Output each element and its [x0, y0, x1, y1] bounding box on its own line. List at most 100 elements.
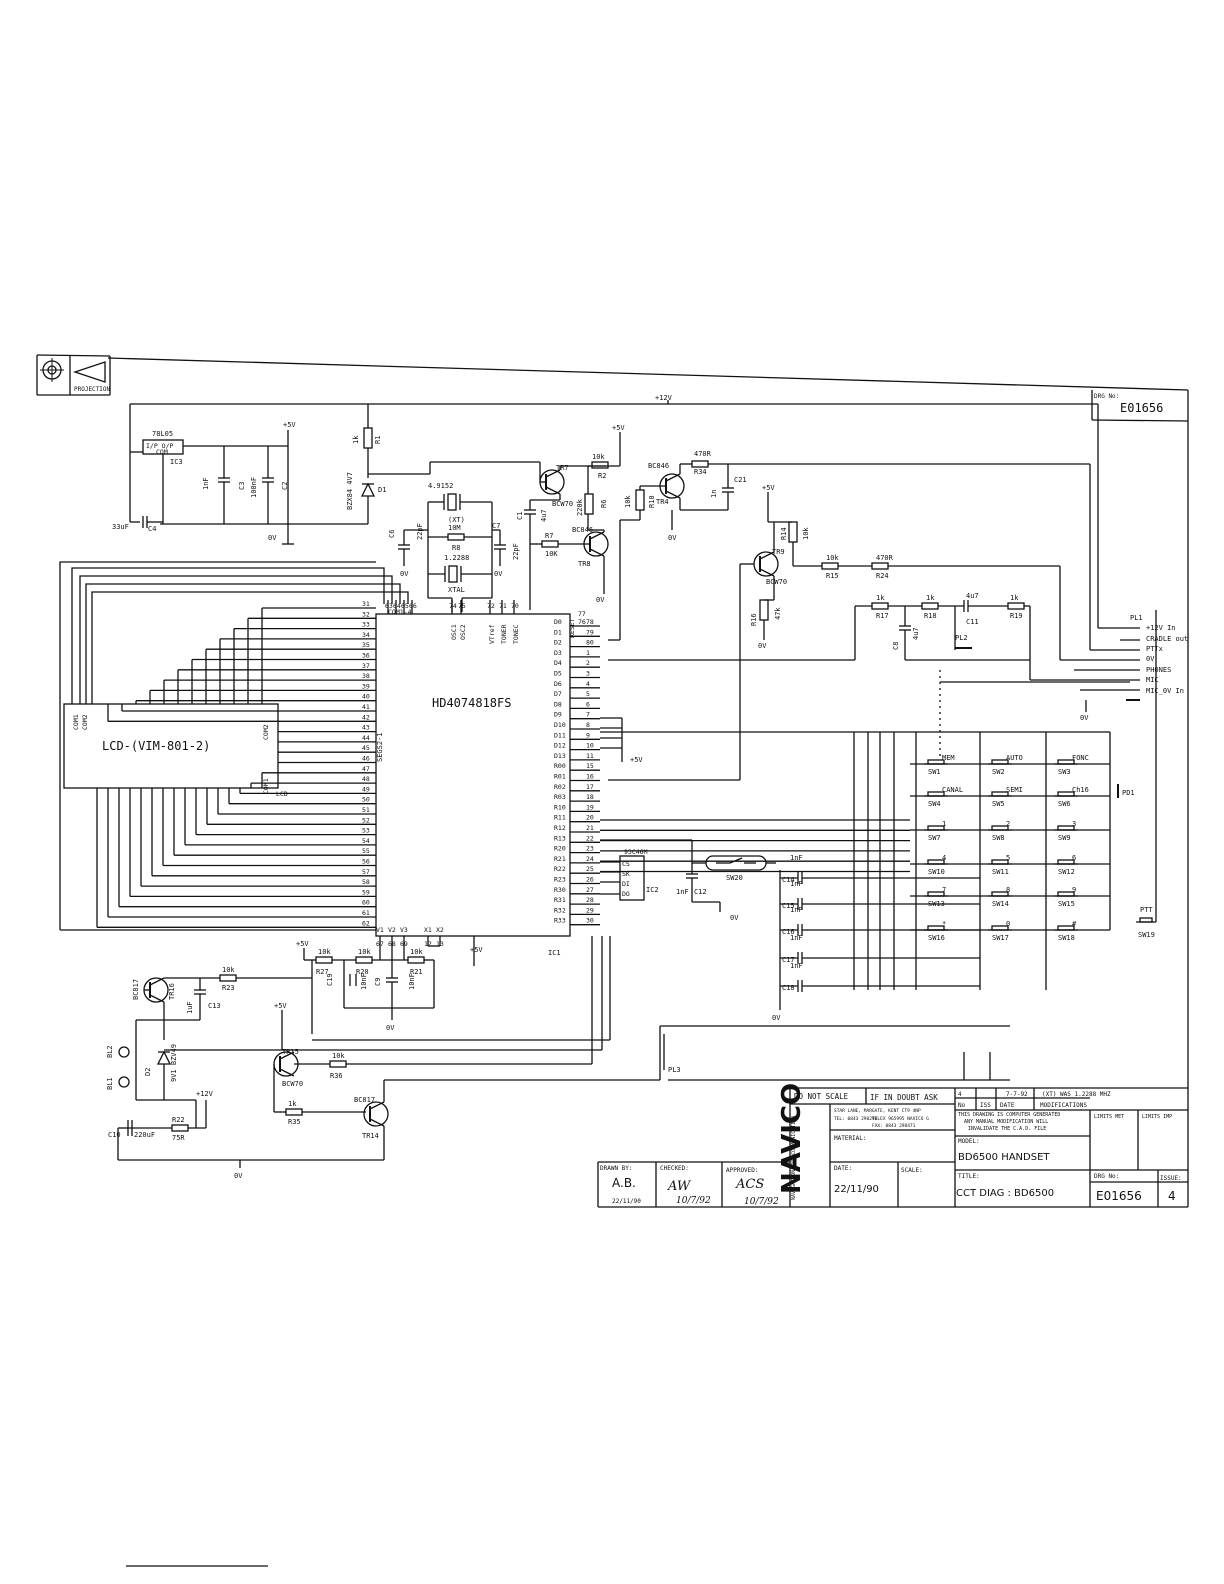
regulator-ref: IC3: [170, 458, 183, 466]
pl3-ref: PL3: [668, 1066, 681, 1074]
ic-left-pin-35: 35: [362, 641, 370, 649]
lcd-com1-label: COM1: [72, 714, 80, 730]
tr15-value: BCW70: [282, 1080, 303, 1088]
right-cap-value: 1nF: [790, 962, 803, 970]
r35-ref: R35: [288, 1118, 301, 1126]
c21-value: 1n: [710, 490, 718, 498]
cad-note-1: THIS DRAWING IS COMPUTER GENERATED: [958, 1112, 1060, 1118]
c11-ref: C11: [966, 618, 979, 626]
ic-right-pin-num-7: 7: [586, 711, 590, 719]
ic-bottom-pin-V1: V1: [376, 926, 384, 934]
ic-top-pin-65: 65: [401, 602, 409, 610]
right-caps-gnd: 0V: [772, 870, 781, 1022]
lcd-com-wire: [71, 567, 385, 704]
right-cap-value: 1nF: [790, 906, 803, 914]
rail-12v-label-2: +12V: [196, 1090, 214, 1098]
keypad-key-label: 9: [1072, 886, 1076, 894]
c19-ref: C19: [326, 973, 334, 986]
eeprom-pin-do: DO: [622, 890, 630, 898]
limits-imp: LIMITS IMP: [1142, 1114, 1172, 1120]
ic-right-pin-name: R13: [554, 834, 566, 842]
c9-ref: C9: [374, 978, 382, 986]
drg-label: DRG No:: [1094, 1173, 1119, 1180]
rail-0v-label-4: 0V: [596, 596, 605, 604]
ic-left-pin-54: 54: [362, 837, 370, 845]
ic-right-pin-name: D3: [554, 649, 562, 657]
d1-ref: D1: [378, 486, 386, 494]
r14-value: 10k: [802, 527, 810, 540]
right-cap-value: 1nF: [790, 880, 803, 888]
pl1-pin-7: MIC_0V In: [1146, 687, 1184, 695]
ic-right-pin-num-24: 24: [586, 855, 594, 863]
lcd-com2b-label: COM2: [262, 724, 270, 740]
ic-right-pin-name: D2: [554, 639, 562, 647]
projection-symbol: PROJECTION: [40, 358, 111, 393]
rail-5v-label-7: +5V: [274, 1002, 287, 1010]
ic-left-pin-58: 58: [362, 878, 370, 886]
c13-value: 1uF: [186, 1001, 194, 1014]
ic-left-pin-41: 41: [362, 703, 370, 711]
r20-ref: R20: [356, 968, 369, 976]
ic-right-pin-name: D4: [554, 659, 562, 667]
eeprom-type: 93C46M: [624, 848, 648, 856]
title-value: CCT DIAG : BD6500: [956, 1188, 1054, 1199]
ic-right-pin-name: D8: [554, 700, 562, 708]
date-value: 22/11/90: [834, 1184, 879, 1195]
c1-value: 4u7: [540, 509, 548, 522]
mod-no-label: No: [958, 1102, 966, 1109]
rail-0v-label-3: 0V: [494, 570, 503, 578]
drg-value: E01656: [1096, 1189, 1142, 1203]
keypad-switch-ref: SW18: [1058, 934, 1075, 942]
bl1-ref: BL1: [106, 1077, 114, 1090]
main-ic-name: HD4074818FS: [432, 696, 511, 710]
ic-right-pin-name: RESET: [568, 618, 576, 638]
model-label: MODEL:: [958, 1138, 980, 1145]
bl2-ref: BL2: [106, 1045, 114, 1058]
connector-pl1: PL1 0V +12V In CRADLE out PTTx 0V PHONES…: [940, 614, 1188, 722]
keypad-key-label: Ch16: [1072, 786, 1089, 794]
keypad-switch-ref: SW7: [928, 834, 941, 842]
c4-value: 33uF: [112, 523, 129, 531]
osc2-pin: OSC2: [459, 624, 467, 640]
r35-value: 1k: [288, 1100, 297, 1108]
issue-label: ISSUE:: [1160, 1175, 1182, 1182]
issue-value: 4: [1168, 1189, 1176, 1203]
r34-value: 470R: [694, 450, 712, 458]
r2-value: 10k: [592, 453, 605, 461]
ic-left-pin-43: 43: [362, 724, 370, 732]
eeprom-ic2: 93C46M IC2 CS SK DI DO +5V: [600, 717, 659, 901]
r23-value: 10k: [222, 966, 235, 974]
ic-left-pin-57: 57: [362, 868, 370, 876]
rail-5v-label-1: +5V: [283, 421, 296, 429]
c3-ref: C3: [238, 482, 246, 490]
crystal1-note: (XT): [448, 516, 465, 524]
tr16-ref: TR16: [168, 983, 176, 1000]
keypad-switch-ref: SW17: [992, 934, 1009, 942]
r15-ref: R15: [826, 572, 839, 580]
c6-ref: C6: [388, 530, 396, 538]
keypad-key-label: 7: [942, 886, 946, 894]
right-cap-ref: C17: [782, 956, 795, 964]
keypad-key-label: 4: [942, 854, 946, 862]
lcd-outer-wire: [59, 561, 376, 930]
ic-right-pin-name: D0: [554, 618, 562, 626]
keypad-key-label: CANAL: [942, 786, 963, 794]
keypad-switch-ref: SW12: [1058, 868, 1075, 876]
ic-top-pin-64: 64: [393, 602, 401, 610]
ic-left-pin-51: 51: [362, 806, 370, 814]
drawn-value: A.B.: [612, 1176, 636, 1190]
ic-left-pin-37: 37: [362, 662, 370, 670]
keypad-key-label: *: [942, 920, 946, 928]
approved-label: APPROVED:: [726, 1167, 759, 1174]
keypad-switch-ref: SW6: [1058, 800, 1071, 808]
ic-left-pin-40: 40: [362, 693, 370, 701]
r7-value: 10K: [545, 550, 558, 558]
r1-ref: R1: [374, 436, 382, 444]
ic-bottom-pin-X2: X2: [436, 926, 444, 934]
rail-5v-label-6: +5V: [470, 946, 483, 954]
ic-right-pin-num-22: 22: [586, 834, 594, 842]
ic-left-pin-60: 60: [362, 899, 370, 907]
rail-5v-label-5: +5V: [296, 940, 309, 948]
